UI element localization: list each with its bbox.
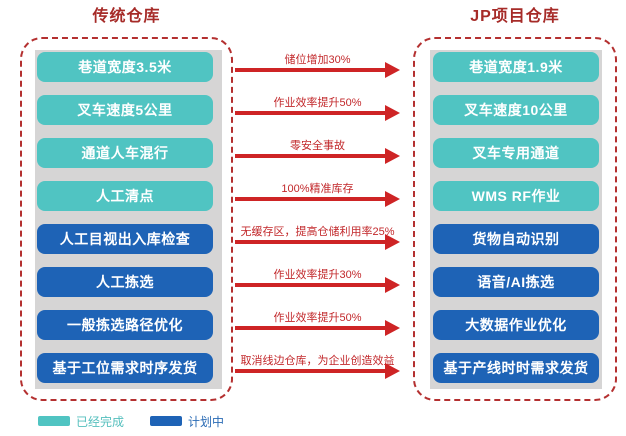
- legend: 已经完成 计划中: [38, 414, 225, 429]
- left-item-aisle-width: 巷道宽度3.5米: [37, 52, 213, 82]
- right-item-aisle-width: 巷道宽度1.9米: [433, 52, 599, 82]
- arrow-label: 储位增加30%: [284, 54, 351, 66]
- arrow-row-1: 储位增加30%: [235, 52, 400, 82]
- right-item-bigdata-opt: 大数据作业优化: [433, 310, 599, 340]
- arrow-head-icon: [385, 277, 400, 293]
- arrow-line: [235, 369, 386, 373]
- arrow-row-2: 作业效率提升50%: [235, 95, 400, 125]
- arrow-head-icon: [385, 62, 400, 78]
- arrow-head-icon: [385, 105, 400, 121]
- arrow-line: [235, 326, 386, 330]
- arrow-row-5: 无缓存区，提高仓储利用率25%: [235, 224, 400, 254]
- left-column-title: 传统仓库: [92, 8, 161, 25]
- right-dashed-border: [413, 37, 617, 401]
- arrow-row-7: 作业效率提升50%: [235, 310, 400, 340]
- arrow-head-icon: [385, 320, 400, 336]
- left-item-mixed-traffic: 通道人车混行: [37, 138, 213, 168]
- left-item-visual-check: 人工目视出入库检查: [37, 224, 213, 254]
- arrow-line: [235, 197, 386, 201]
- arrow-head-icon: [385, 191, 400, 207]
- left-dashed-border: [20, 37, 233, 401]
- arrow-label: 无缓存区，提高仓储利用率25%: [240, 226, 395, 238]
- right-item-voice-ai-pick: 语音/AI拣选: [433, 267, 599, 297]
- arrow-row-4: 100%精准库存: [235, 181, 400, 211]
- arrow-label: 作业效率提升30%: [273, 269, 362, 281]
- left-item-station-dispatch: 基于工位需求时序发货: [37, 353, 213, 383]
- right-item-dedicated-lane: 叉车专用通道: [433, 138, 599, 168]
- right-item-line-dispatch: 基于产线时时需求发货: [433, 353, 599, 383]
- arrow-head-icon: [385, 363, 400, 379]
- right-item-forklift-speed: 叉车速度10公里: [433, 95, 599, 125]
- arrow-line: [235, 240, 386, 244]
- arrow-line: [235, 154, 386, 158]
- arrow-line: [235, 68, 386, 72]
- arrow-label: 零安全事故: [290, 140, 345, 152]
- legend-planned-label: 计划中: [188, 414, 225, 429]
- legend-completed-label: 已经完成: [76, 414, 125, 429]
- left-item-forklift-speed: 叉车速度5公里: [37, 95, 213, 125]
- arrow-label: 作业效率提升50%: [273, 97, 362, 109]
- arrow-line: [235, 111, 386, 115]
- arrow-line: [235, 283, 386, 287]
- right-item-wms-rf: WMS RF作业: [433, 181, 599, 211]
- arrow-label: 取消线边仓库，为企业创造效益: [240, 355, 395, 367]
- left-item-manual-count: 人工清点: [37, 181, 213, 211]
- arrow-row-6: 作业效率提升30%: [235, 267, 400, 297]
- arrow-row-3: 零安全事故: [235, 138, 400, 168]
- left-item-manual-pick: 人工拣选: [37, 267, 213, 297]
- arrow-head-icon: [385, 234, 400, 250]
- right-column-title: JP项目仓库: [470, 8, 560, 25]
- arrow-row-8: 取消线边仓库，为企业创造效益: [235, 353, 400, 383]
- legend-completed-swatch: [38, 416, 70, 426]
- right-item-auto-id: 货物自动识别: [433, 224, 599, 254]
- arrow-label: 100%精准库存: [281, 183, 354, 195]
- legend-planned-swatch: [150, 416, 183, 426]
- left-item-route-opt: 一般拣选路径优化: [37, 310, 213, 340]
- arrow-label: 作业效率提升50%: [273, 312, 362, 324]
- arrow-head-icon: [385, 148, 400, 164]
